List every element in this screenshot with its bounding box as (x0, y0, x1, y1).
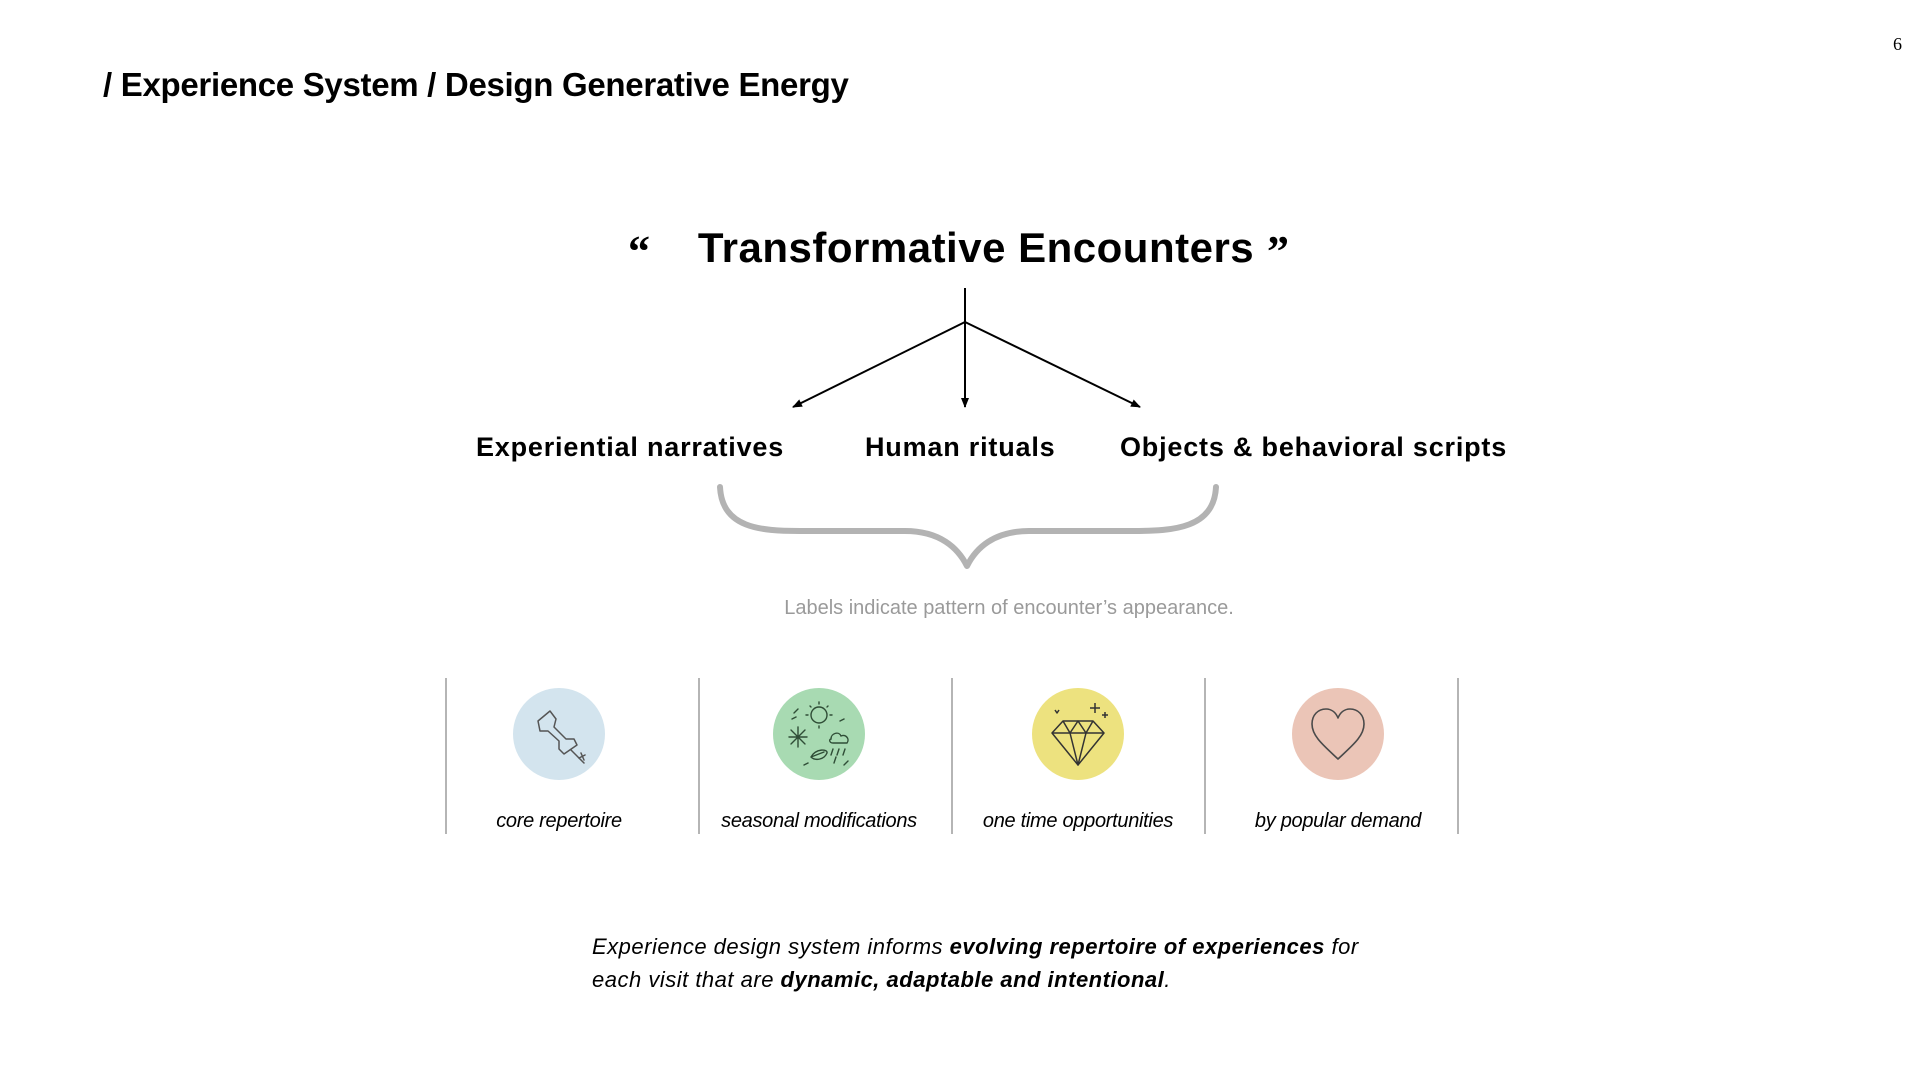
arrow-right (964, 321, 1141, 408)
main-title: Transformative Encounters (697, 224, 1255, 271)
legend-label: core repertoire (496, 810, 622, 832)
diamond-icon (1051, 703, 1108, 766)
page-number: 6 (1893, 34, 1902, 54)
legend-item-one-time-opportunities: one time opportunities (952, 680, 1204, 832)
branch-human-rituals: Human rituals (865, 432, 1056, 462)
legend-divider (698, 678, 700, 834)
summary-text-line1-bold: evolving repertoire of experiences (949, 934, 1325, 959)
summary-text-line1-regular: Experience design system informs (592, 934, 950, 959)
legend-circle (1032, 688, 1124, 780)
legend-label: seasonal modifications (721, 810, 917, 832)
legend-divider (1204, 678, 1206, 834)
summary-text: Experience design system informs evolvin… (592, 930, 1412, 996)
legend-circle (773, 688, 865, 780)
legend-label: one time opportunities (982, 810, 1174, 832)
legend-item-seasonal-modifications: seasonal modifications (693, 680, 945, 832)
open-quote-mark: “ (628, 227, 650, 276)
legend-circle (1292, 688, 1384, 780)
legend-circle (513, 688, 605, 780)
heart-icon (1311, 708, 1365, 760)
summary-text-line2-end: . (1164, 967, 1171, 992)
legend-item-core-repertoire: core repertoire (433, 680, 685, 832)
legend-label: by popular demand (1254, 810, 1422, 832)
grouping-brace (717, 484, 1219, 569)
summary-text-line2-regular: each visit that are (592, 967, 781, 992)
summary-text-line2-bold: dynamic, adaptable and intentional (780, 967, 1165, 992)
close-quote-mark: ” (1267, 227, 1289, 276)
legend-divider (951, 678, 953, 834)
legend-divider (445, 678, 447, 834)
breadcrumb: / Experience System / Design Generative … (103, 66, 849, 103)
summary-text-line1-end: for (1324, 934, 1359, 959)
branch-experiential-narratives: Experiential narratives (476, 432, 785, 462)
legend-caption: Labels indicate pattern of encounter’s a… (784, 597, 1234, 619)
pushpin-icon (537, 710, 586, 764)
legend-item-by-popular-demand: by popular demand (1212, 680, 1464, 832)
legend-divider (1457, 678, 1459, 834)
seasons-icon (788, 701, 849, 766)
arrow-left (792, 321, 966, 408)
branch-objects-behavioral-scripts: Objects & behavioral scripts (1120, 432, 1508, 462)
